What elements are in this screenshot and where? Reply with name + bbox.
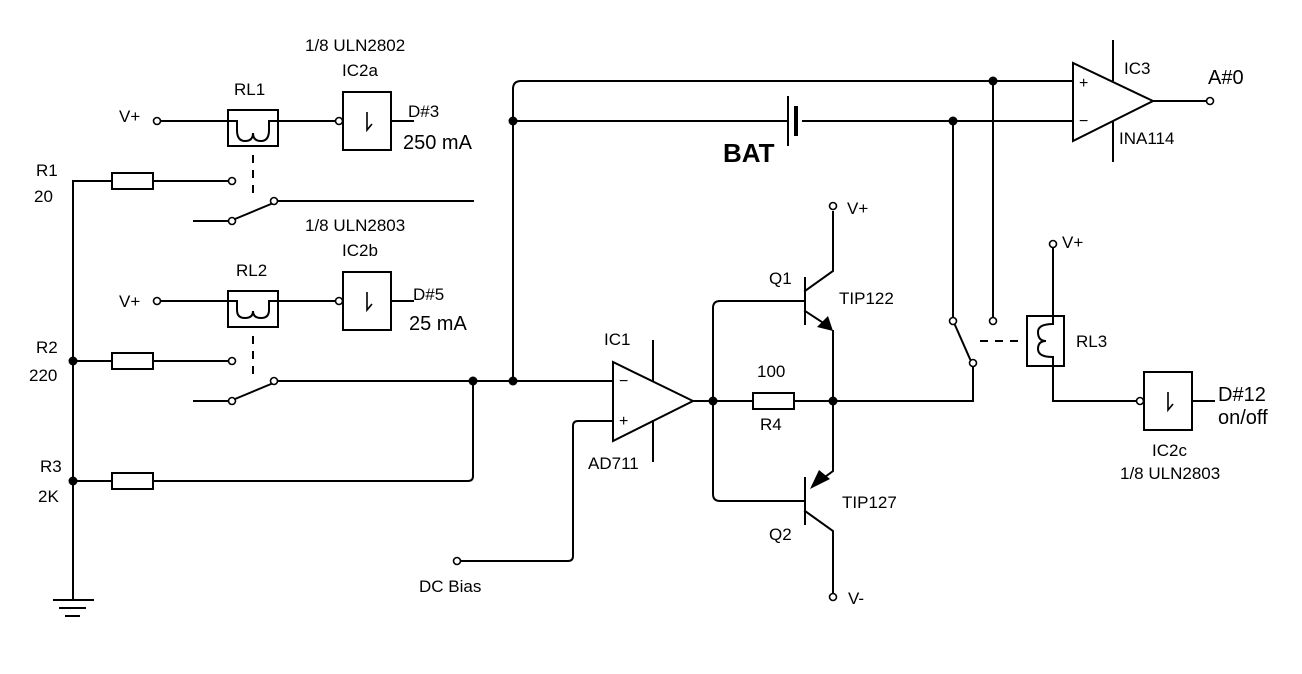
r1-ref: R1 <box>36 161 58 180</box>
ic2a-current: 250 mA <box>403 132 473 154</box>
ic2c-function: on/off <box>1218 407 1268 429</box>
rl1-supply: V+ <box>119 107 140 126</box>
relay-rl3 <box>948 239 1137 402</box>
q2-part: TIP127 <box>842 493 897 512</box>
ic3-part: INA114 <box>1119 129 1174 148</box>
driver-ic2c <box>1135 371 1215 431</box>
rl1-ref: RL1 <box>234 80 265 99</box>
q2-supply: V- <box>848 589 864 608</box>
ic3-plus: + <box>1079 75 1088 92</box>
ic2b-part: 1/8 ULN2803 <box>305 216 405 235</box>
left-rail <box>68 172 474 601</box>
r4-value: 100 <box>757 362 785 381</box>
battery-bat <box>787 96 798 146</box>
output-stage <box>692 201 974 602</box>
ic2c-pin: D#12 <box>1218 384 1266 406</box>
q1-supply: V+ <box>847 199 868 218</box>
ic1-ref: IC1 <box>604 330 630 349</box>
rl3-vplus-terminal <box>1048 239 1058 249</box>
ic3-minus: − <box>1079 113 1088 130</box>
q1-vplus-terminal <box>828 201 838 211</box>
ic1-part: AD711 <box>588 454 639 473</box>
r2-value: 220 <box>29 366 57 385</box>
dc-bias-label: DC Bias <box>419 577 481 596</box>
ic2c-part: 1/8 ULN2803 <box>1120 464 1220 483</box>
driver-ic2b <box>334 271 414 331</box>
q2-ref: Q2 <box>769 525 792 544</box>
driver-ic2a <box>334 91 414 151</box>
ic2c-ref: IC2c <box>1152 441 1187 460</box>
vplus-terminal-rl2 <box>152 296 162 306</box>
relay-rl2 <box>152 290 614 406</box>
ic2a-pin: D#3 <box>408 102 439 121</box>
sense-bus <box>508 76 1074 386</box>
ic3-output: A#0 <box>1208 67 1244 89</box>
amplifier-ic3 <box>1072 40 1215 162</box>
rl3-ref: RL3 <box>1076 332 1107 351</box>
a0-output-terminal <box>1205 96 1215 106</box>
r4-ref: R4 <box>760 415 782 434</box>
rl2-ref: RL2 <box>236 261 267 280</box>
opamp-ic1 <box>452 340 696 566</box>
rl3-supply: V+ <box>1062 233 1083 252</box>
q2-vminus-terminal <box>828 592 838 602</box>
r2-ref: R2 <box>36 338 58 357</box>
ic1-plus: + <box>619 413 628 430</box>
dc-bias-terminal <box>452 556 462 566</box>
r3-value: 2K <box>38 487 59 506</box>
vplus-terminal-rl1 <box>152 116 162 126</box>
r3-ref: R3 <box>40 457 62 476</box>
ic2b-current: 25 mA <box>409 313 467 335</box>
ic3-ref: IC3 <box>1124 59 1150 78</box>
rl2-supply: V+ <box>119 292 140 311</box>
relay-rl1 <box>152 109 474 226</box>
ground-symbol <box>53 599 94 617</box>
ic2a-part: 1/8 ULN2802 <box>305 36 405 55</box>
bat-ref: BAT <box>723 138 775 168</box>
q1-ref: Q1 <box>769 269 792 288</box>
r1-value: 20 <box>34 187 53 206</box>
q1-part: TIP122 <box>839 289 894 308</box>
ic2b-ref: IC2b <box>342 241 378 260</box>
ic2a-ref: IC2a <box>342 61 378 80</box>
ic1-minus: − <box>619 373 628 390</box>
ic2b-pin: D#5 <box>413 285 444 304</box>
